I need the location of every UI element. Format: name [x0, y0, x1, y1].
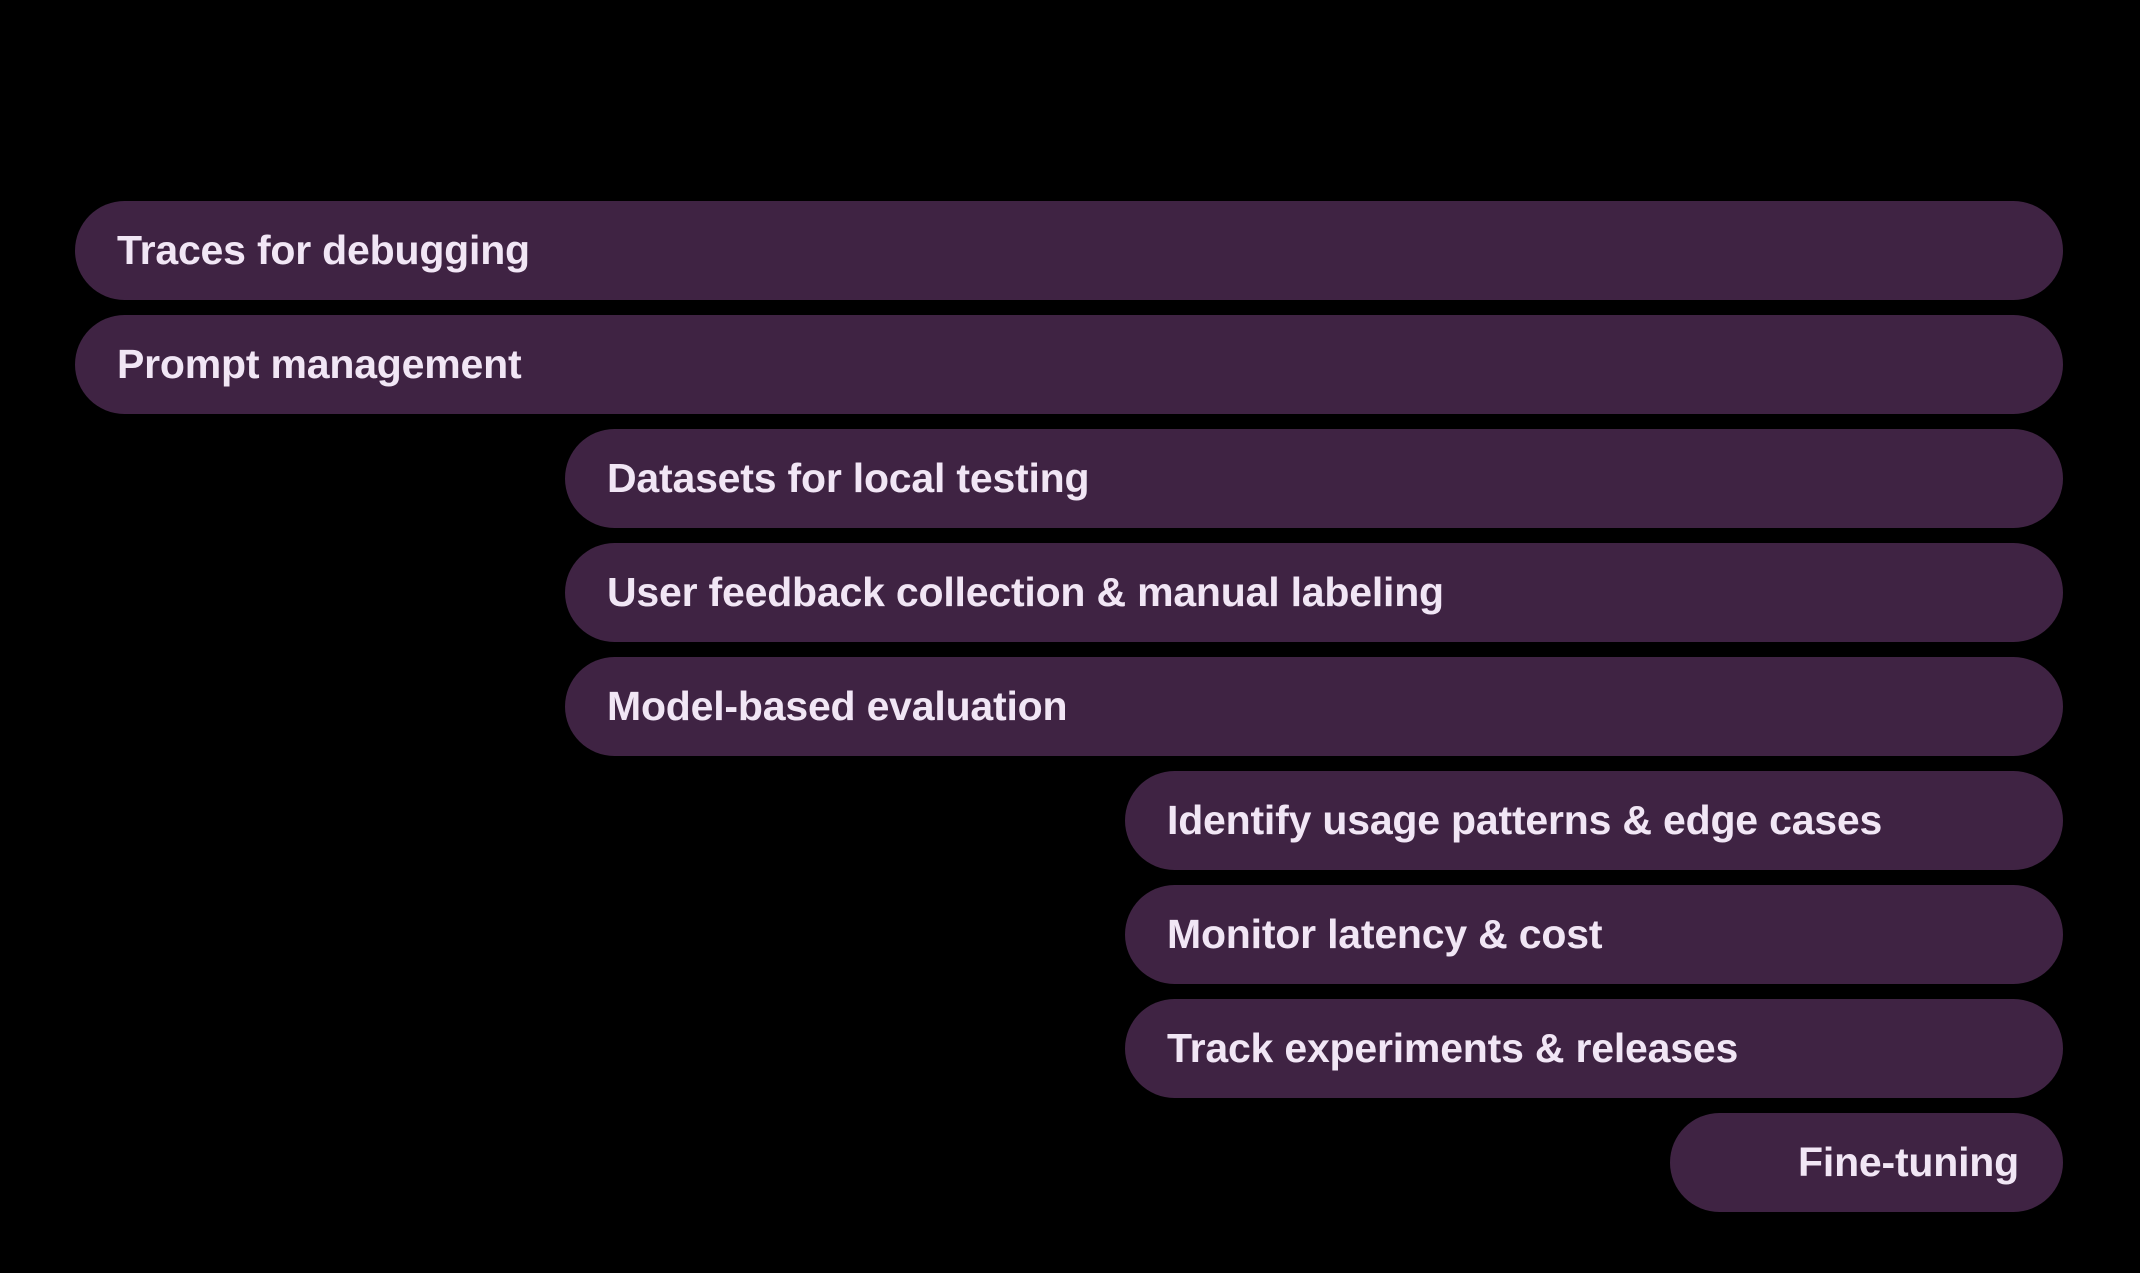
gantt-bar-label: User feedback collection & manual labeli… — [607, 569, 1444, 615]
gantt-bar-label: Prompt management — [117, 341, 522, 387]
gantt-bar[interactable]: Identify usage patterns & edge cases — [1125, 771, 2063, 870]
gantt-bar[interactable]: Track experiments & releases — [1125, 999, 2063, 1098]
gantt-bar[interactable]: Prompt management — [75, 315, 2063, 414]
gantt-bar-label: Fine-tuning — [1798, 1139, 2019, 1185]
gantt-bar[interactable]: Fine-tuning — [1670, 1113, 2063, 1212]
gantt-bar[interactable]: Datasets for local testing — [565, 429, 2063, 528]
gantt-bar[interactable]: Traces for debugging — [75, 201, 2063, 300]
gantt-bar-label: Track experiments & releases — [1167, 1025, 1739, 1071]
gantt-bar[interactable]: Model-based evaluation — [565, 657, 2063, 756]
gantt-bar[interactable]: Monitor latency & cost — [1125, 885, 2063, 984]
gantt-bar-label: Traces for debugging — [117, 227, 530, 273]
gantt-bar-label: Identify usage patterns & edge cases — [1167, 797, 1883, 843]
gantt-bar-label: Datasets for local testing — [607, 455, 1090, 501]
gantt-bar-label: Model-based evaluation — [607, 683, 1068, 729]
gantt-bar-label: Monitor latency & cost — [1167, 911, 1603, 957]
gantt-bar[interactable]: User feedback collection & manual labeli… — [565, 543, 2063, 642]
